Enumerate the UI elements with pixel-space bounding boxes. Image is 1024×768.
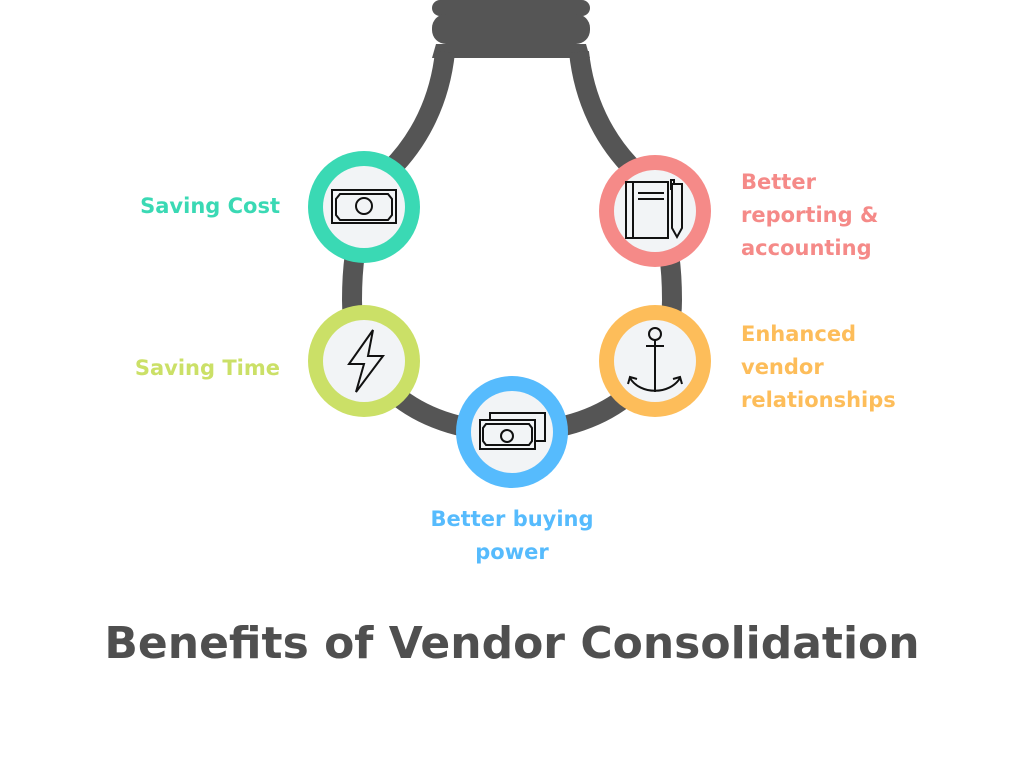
circle-vendor-relationships [599,305,711,417]
page-title: Benefits of Vendor Consolidation [104,618,920,669]
anchor-icon [627,327,683,392]
banknotes-icon [479,412,546,450]
label-saving-cost: Saving Cost [140,194,280,218]
notebook-pen-icon [625,179,683,240]
circle-saving-time [308,305,420,417]
lightning-icon [347,329,385,393]
circle-buying-power [456,376,568,488]
circle-reporting [599,155,711,267]
label-saving-time: Saving Time [134,356,280,380]
label-buying-power: Better buying power [430,507,594,564]
banknote-icon [331,189,397,224]
label-reporting: Better reporting & accounting [741,170,879,260]
circle-saving-cost [308,151,420,263]
label-vendor-relationships: Enhanced vendor relationships [741,322,896,412]
